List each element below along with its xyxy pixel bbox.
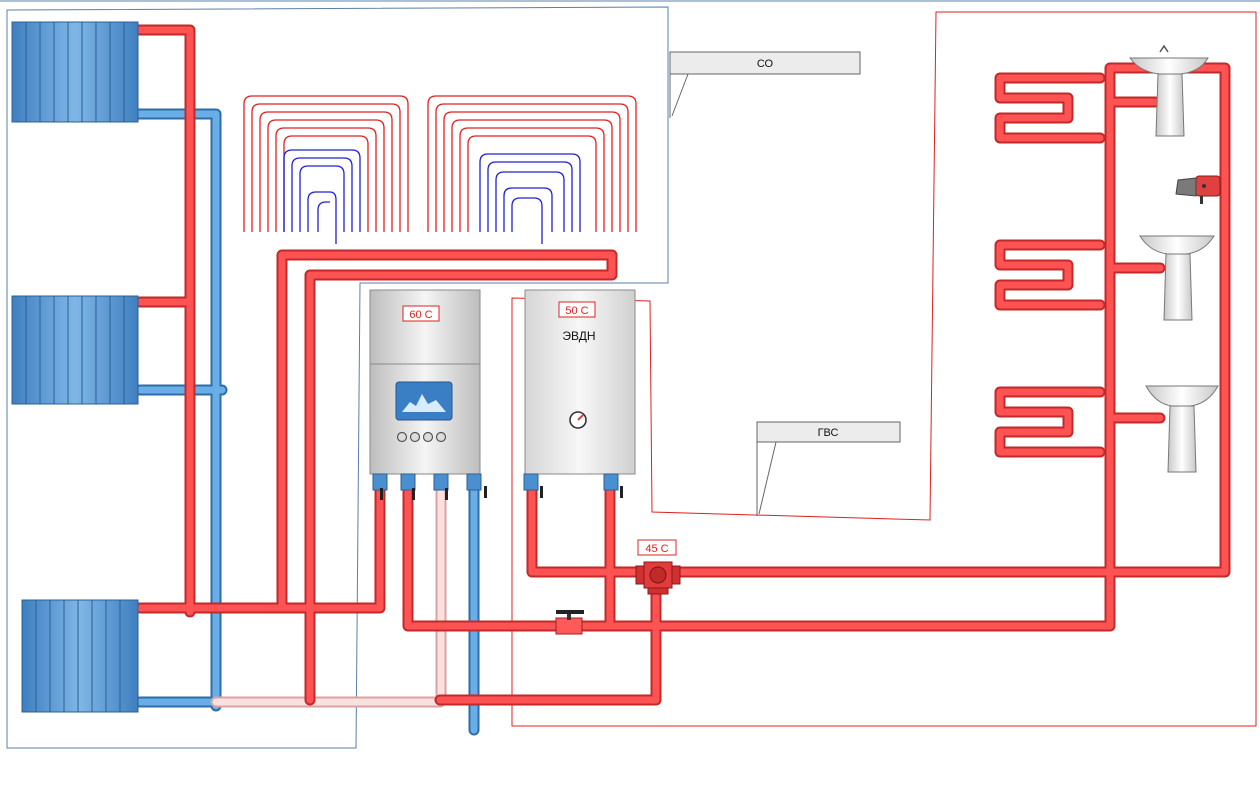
underfloor-heating-loop-right <box>427 95 637 244</box>
mixer-temp-box <box>637 539 677 556</box>
boiler-fittings <box>372 473 487 500</box>
heater-name-label: ЭВДН <box>562 329 595 343</box>
water-heater-icon <box>524 289 636 475</box>
radiator-icon <box>11 295 139 405</box>
heater-temp-box <box>558 301 596 318</box>
sink-icon <box>1145 385 1219 473</box>
thermometer-gauge-icon <box>569 411 587 429</box>
radiator-icon <box>21 599 139 713</box>
shower-head-icon <box>1175 175 1221 204</box>
heating-callout-label: СО <box>757 58 774 70</box>
mixing-valve-icon[interactable] <box>635 561 681 595</box>
underfloor-heating-loop-left <box>243 95 409 244</box>
sink-icon <box>1139 235 1215 321</box>
boiler-temp-label: 60 C <box>409 309 432 321</box>
boiler-temp-box <box>402 305 440 322</box>
towel-rail-icon <box>994 386 1106 458</box>
sink-icon <box>1129 44 1209 137</box>
cold-water-pipes <box>130 108 480 736</box>
hot-water-callout <box>756 421 901 516</box>
hot-water-callout-label: ГВС <box>818 427 839 439</box>
heating-zone-outline <box>6 6 669 749</box>
heating-callout <box>669 51 861 118</box>
towel-rail-icon <box>994 72 1106 144</box>
radiator-icon <box>11 21 139 123</box>
hot-water-pipes <box>132 24 1231 706</box>
return-pipes <box>210 482 447 708</box>
heater-temp-label: 50 C <box>565 305 588 317</box>
valve-icon[interactable] <box>555 610 584 635</box>
hot-water-zone-outline <box>511 11 1257 727</box>
heater-fittings <box>523 473 623 498</box>
towel-rail-icon <box>994 239 1106 311</box>
mixer-temp-label: 45 C <box>645 543 668 555</box>
gas-boiler-icon <box>369 289 481 475</box>
